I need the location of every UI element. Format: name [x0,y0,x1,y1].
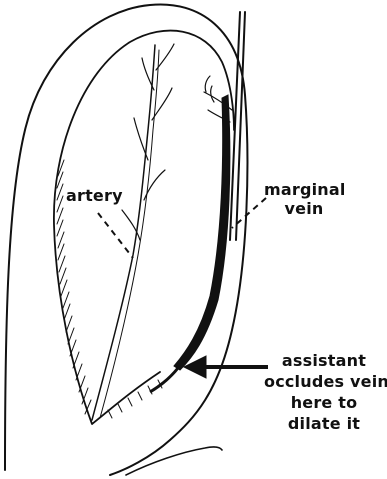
occlusion-note: assistant occludes vein here to dilate i… [264,350,384,434]
occlusion-note-line: here to [264,392,384,413]
artery-label: artery [66,186,123,205]
needle-right-edge [236,12,245,240]
vein-lower [150,368,178,392]
artery-pointer [98,213,133,258]
artery-branch [134,118,148,160]
ear-outline [5,4,247,475]
occlusion-note-line: assistant [264,350,384,371]
occlusion-note-line: occludes vein [264,371,384,392]
marginal-vein-label-line: marginal [264,180,344,199]
occlusion-note-line: dilate it [264,413,384,434]
marginal-vein-label-line: vein [264,199,344,218]
fold-shading [108,380,162,418]
marginal-vein-label: marginal vein [264,180,344,218]
artery-trunk [92,45,155,420]
inner-ear-outline [54,31,234,424]
marginal-vein [174,95,230,370]
